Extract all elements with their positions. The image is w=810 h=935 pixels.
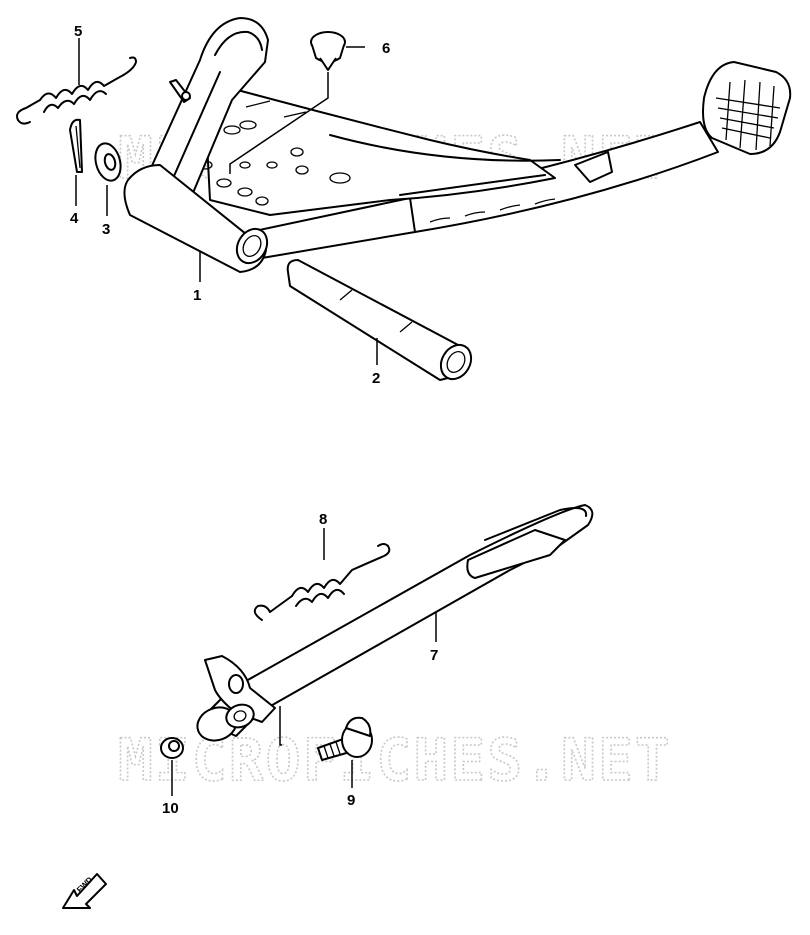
callout-4: 4 xyxy=(70,210,79,227)
arrow-left-down-icon xyxy=(62,873,107,909)
callout-9: 9 xyxy=(347,792,355,809)
stopper-part-6[interactable] xyxy=(310,31,346,71)
fwd-direction-marker: FWD xyxy=(62,873,107,909)
callout-1: 1 xyxy=(193,287,201,304)
callout-10: 10 xyxy=(162,800,179,817)
callout-3: 3 xyxy=(102,221,110,238)
cotter-pin-part-4[interactable] xyxy=(69,118,83,173)
callout-6: 6 xyxy=(382,40,390,57)
side-stand-part-7[interactable] xyxy=(193,504,594,746)
callout-7: 7 xyxy=(430,647,438,664)
center-stand-part-1[interactable] xyxy=(123,17,792,273)
callout-8: 8 xyxy=(319,511,327,528)
spring-part-8[interactable] xyxy=(253,543,391,621)
shaft-part-2[interactable] xyxy=(286,259,477,385)
nut-part-10[interactable] xyxy=(160,737,184,759)
bolt-part-9[interactable] xyxy=(317,716,373,761)
leader-lines xyxy=(75,38,437,796)
callout-2: 2 xyxy=(372,370,380,387)
washer-part-3[interactable] xyxy=(91,141,124,184)
callout-5: 5 xyxy=(74,23,82,40)
spring-part-5[interactable] xyxy=(16,56,137,125)
